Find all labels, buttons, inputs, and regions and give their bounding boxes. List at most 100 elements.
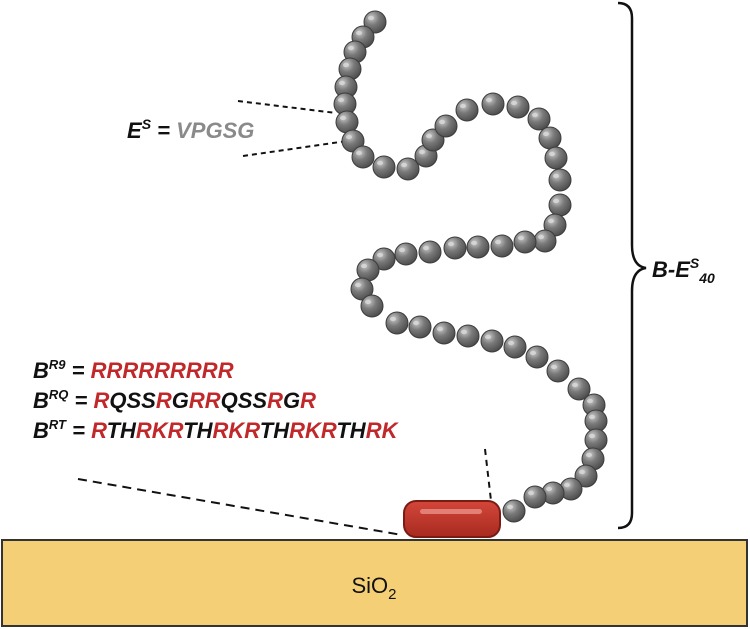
bead (533, 229, 557, 253)
bead (546, 359, 570, 383)
sequence-superscript: RQ (49, 387, 69, 402)
block-leader-right (484, 448, 496, 536)
bead-highlight (338, 97, 344, 103)
sequence-superscript: RT (49, 417, 67, 432)
binding-block-shine (420, 509, 482, 514)
bead-highlight (511, 100, 517, 106)
bead (584, 428, 608, 452)
bead-highlight (437, 326, 443, 332)
bead (513, 230, 537, 254)
bead-highlight (343, 62, 349, 68)
bead (408, 315, 432, 339)
residue-plain: G (283, 388, 300, 413)
residue-highlight: RKR (136, 418, 184, 443)
bead-highlight (549, 151, 555, 157)
sio2-substrate (1, 539, 748, 627)
sequence-symbol: B (33, 388, 49, 413)
bead-highlight (413, 320, 419, 326)
residue-highlight: R (267, 388, 283, 413)
bead-highlight (390, 316, 396, 322)
binding-block-body (403, 500, 501, 538)
bead (523, 485, 547, 509)
bead-highlight (486, 97, 492, 103)
bead-highlight (507, 504, 513, 510)
bead-highlight (579, 469, 585, 475)
bead (432, 321, 456, 345)
bead-highlight (356, 30, 362, 36)
bead (527, 107, 551, 131)
elastin-bead-chain (333, 10, 608, 523)
bead-highlight (346, 134, 352, 140)
residue-highlight: R (300, 388, 316, 413)
residue-highlight: RKR (213, 418, 261, 443)
sequence-equals: = (66, 418, 91, 443)
residue-plain: TH (107, 418, 137, 443)
bead-highlight (546, 486, 552, 492)
bead (385, 311, 409, 335)
bead (548, 193, 572, 217)
sequence-equals: = (66, 358, 91, 383)
bead (548, 168, 572, 192)
bead-highlight (340, 115, 346, 121)
es-leader-upper (237, 100, 337, 114)
bead-highlight (553, 198, 559, 204)
residue-plain: TH (183, 418, 213, 443)
residue-highlight: RK (366, 418, 400, 443)
residue-plain: TH (260, 418, 290, 443)
es-repeat-label: ES = VPGSG (127, 116, 254, 143)
bead (455, 98, 479, 122)
bead (418, 240, 442, 264)
sequence-symbol: B (33, 418, 49, 443)
bead (525, 345, 549, 369)
bead-highlight (419, 149, 425, 155)
block-leader-left (77, 478, 403, 536)
bead (466, 235, 490, 259)
leader-lines (77, 100, 496, 536)
bead-highlight (355, 282, 361, 288)
bead-highlight (586, 452, 592, 458)
bead-highlight (528, 490, 534, 496)
residue-highlight: RR (189, 388, 221, 413)
bead-highlight (587, 398, 593, 404)
bead-highlight (495, 239, 501, 245)
residue-highlight: RRRRRRRRR (91, 358, 234, 383)
bead (372, 155, 396, 179)
bead-highlight (471, 240, 477, 246)
es-leader-lower (242, 140, 348, 157)
binding-block (403, 500, 501, 538)
bead-highlight (572, 382, 578, 388)
bead (506, 95, 530, 119)
bead (538, 126, 562, 150)
bead-highlight (401, 162, 407, 168)
sequence-equals: = (68, 388, 93, 413)
bead-highlight (439, 119, 445, 125)
bead-highlight (589, 414, 595, 420)
residue-highlight: R (91, 418, 107, 443)
bead (443, 236, 467, 260)
binding-sequence-r9: BR9 = RRRRRRRRR (33, 357, 234, 383)
residue-plain: QSS (221, 388, 268, 413)
bead (360, 294, 384, 318)
bead (434, 114, 458, 138)
bead-highlight (553, 173, 559, 179)
bead-highlight (377, 252, 383, 258)
bead-highlight (530, 350, 536, 356)
bead-highlight (423, 245, 429, 251)
bead-highlight (365, 299, 371, 305)
bead (481, 92, 505, 116)
bead-highlight (485, 334, 491, 340)
bead-highlight (368, 15, 374, 21)
residue-plain: TH (336, 418, 366, 443)
sequence-superscript: R9 (49, 357, 66, 372)
bead-highlight (399, 247, 405, 253)
bead (490, 234, 514, 258)
bead (502, 499, 526, 523)
sequence-symbol: B (33, 358, 49, 383)
bead-highlight (460, 103, 466, 109)
substrate-label: SiO2 (351, 573, 396, 603)
residue-highlight: R (93, 388, 109, 413)
polymer-bracket (617, 1, 647, 530)
bead-highlight (356, 150, 362, 156)
polymer-label: B-ES40 (652, 255, 715, 286)
